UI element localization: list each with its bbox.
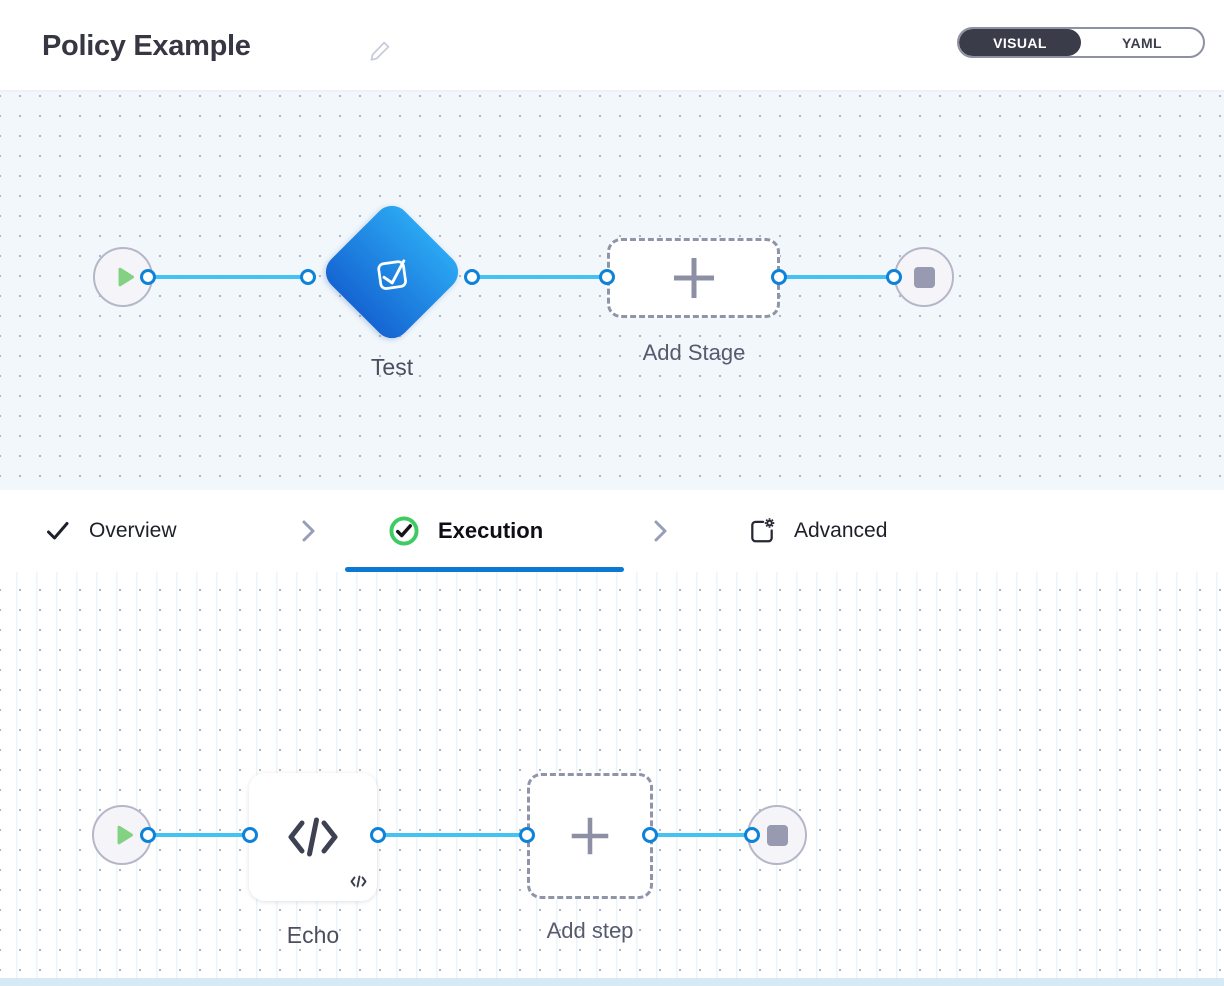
page-title: Policy Example: [42, 30, 251, 62]
edge-step-to-addstep: [378, 833, 527, 837]
code-icon: [288, 817, 338, 857]
port[interactable]: [300, 269, 316, 285]
port[interactable]: [771, 269, 787, 285]
port[interactable]: [599, 269, 615, 285]
tab-overview[interactable]: Overview: [45, 490, 177, 572]
chevron-right-icon: [302, 520, 315, 542]
step-type-badge: [349, 874, 368, 894]
check-circle-icon: [389, 516, 419, 546]
tab-advanced-label: Advanced: [794, 519, 888, 542]
port[interactable]: [242, 827, 258, 843]
port[interactable]: [370, 827, 386, 843]
approval-check-icon: [377, 259, 407, 290]
header: Policy Example VISUAL YAML: [0, 0, 1224, 92]
edit-title-button[interactable]: [368, 39, 392, 63]
code-icon: [350, 875, 367, 888]
port[interactable]: [744, 827, 760, 843]
port[interactable]: [140, 269, 156, 285]
add-step-label: Add step: [546, 918, 634, 943]
port[interactable]: [140, 827, 156, 843]
pencil-icon: [370, 41, 390, 61]
port[interactable]: [519, 827, 535, 843]
edge-addstage-to-end: [779, 275, 894, 279]
stop-icon: [913, 266, 935, 288]
advanced-settings-icon: [751, 518, 775, 543]
play-icon: [118, 267, 134, 287]
edge-start-to-stage: [148, 275, 308, 279]
bottom-section-edge: [0, 978, 1224, 986]
port[interactable]: [642, 827, 658, 843]
stage-tabbar: Overview Execution Advanced: [0, 490, 1224, 572]
stage-canvas[interactable]: Test Add Stage: [0, 92, 1224, 490]
visual-yaml-toggle: VISUAL YAML: [957, 27, 1205, 58]
edge-start-to-step: [148, 833, 250, 837]
add-stage-label: Add Stage: [642, 340, 746, 365]
stop-icon: [766, 824, 788, 846]
tab-overview-label: Overview: [89, 519, 177, 542]
end-node: [894, 247, 954, 307]
step-canvas[interactable]: Echo Add step: [0, 572, 1224, 978]
chevron-right-icon: [654, 520, 667, 542]
add-stage-button[interactable]: [607, 238, 780, 318]
play-icon: [117, 825, 133, 845]
port[interactable]: [464, 269, 480, 285]
plus-icon: [673, 258, 714, 298]
check-icon: [47, 522, 69, 540]
add-step-button[interactable]: [527, 773, 653, 899]
edge-addstep-to-end: [650, 833, 752, 837]
toggle-yaml[interactable]: YAML: [1122, 34, 1162, 51]
edge-stage-to-addstage: [472, 275, 607, 279]
toggle-visual[interactable]: VISUAL: [959, 29, 1081, 56]
active-tab-underline: [345, 567, 624, 572]
step-label: Echo: [286, 922, 340, 948]
tab-execution-label: Execution: [438, 518, 544, 543]
tab-advanced[interactable]: Advanced: [748, 490, 887, 572]
step-node-echo[interactable]: [249, 773, 377, 901]
plus-icon: [571, 817, 609, 855]
stage-label: Test: [370, 354, 414, 380]
stage-node-icon-wrap: [340, 220, 444, 324]
port[interactable]: [886, 269, 902, 285]
tab-execution[interactable]: Execution: [388, 490, 543, 572]
stage-node-test[interactable]: [318, 198, 466, 346]
